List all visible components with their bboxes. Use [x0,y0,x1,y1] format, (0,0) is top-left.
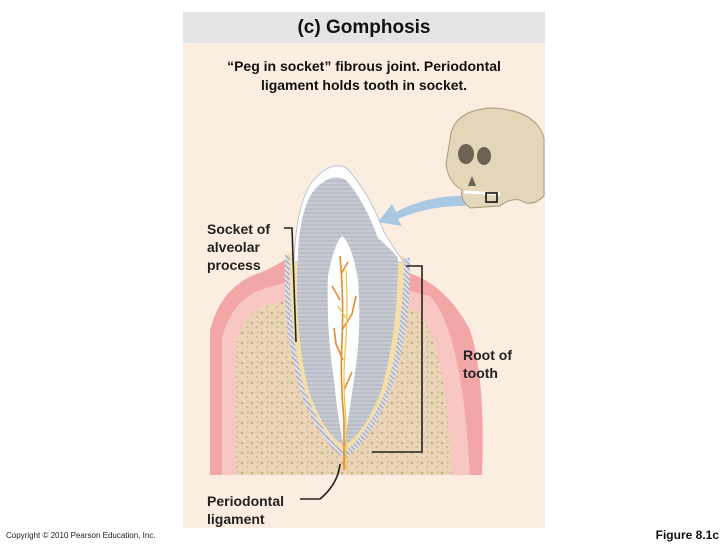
socket-label-line-1: Socket of [207,221,271,237]
description-line-2: ligament holds tooth in socket. [260,77,468,93]
skull-icon [445,107,545,209]
label-leaders [284,227,423,500]
blood-vessels [331,255,357,470]
label-root-of-tooth: Root of tooth [463,346,512,382]
socket-label-line-2: alveolar [207,239,260,255]
root-label-line-2: tooth [463,365,498,381]
ligament-label-line-2: ligament [207,511,265,527]
figure-description: “Peg in socket” fibrous joint. Periodont… [183,57,545,95]
figure-number: Figure 8.1c [655,528,719,542]
ligament-leader [300,463,341,500]
figure-title: (c) Gomphosis [297,16,431,38]
socket-label-line-3: process [207,257,261,273]
description-line-1: “Peg in socket” fibrous joint. Periodont… [227,58,501,74]
socket-leader [284,227,297,343]
pulp-cavity [327,236,360,448]
title-bar: (c) Gomphosis [183,12,545,43]
copyright-notice: Copyright © 2010 Pearson Education, Inc. [6,531,156,540]
curved-arrow-icon [378,195,476,226]
label-periodontal-ligament: Periodontal ligament [207,492,284,528]
label-socket-of-alveolar-process: Socket of alveolar process [207,220,270,274]
nerve-fibers [337,269,348,470]
ligament-label-line-1: Periodontal [207,493,285,509]
root-label-line-1: Root of [463,347,512,363]
root-leader [372,265,423,453]
